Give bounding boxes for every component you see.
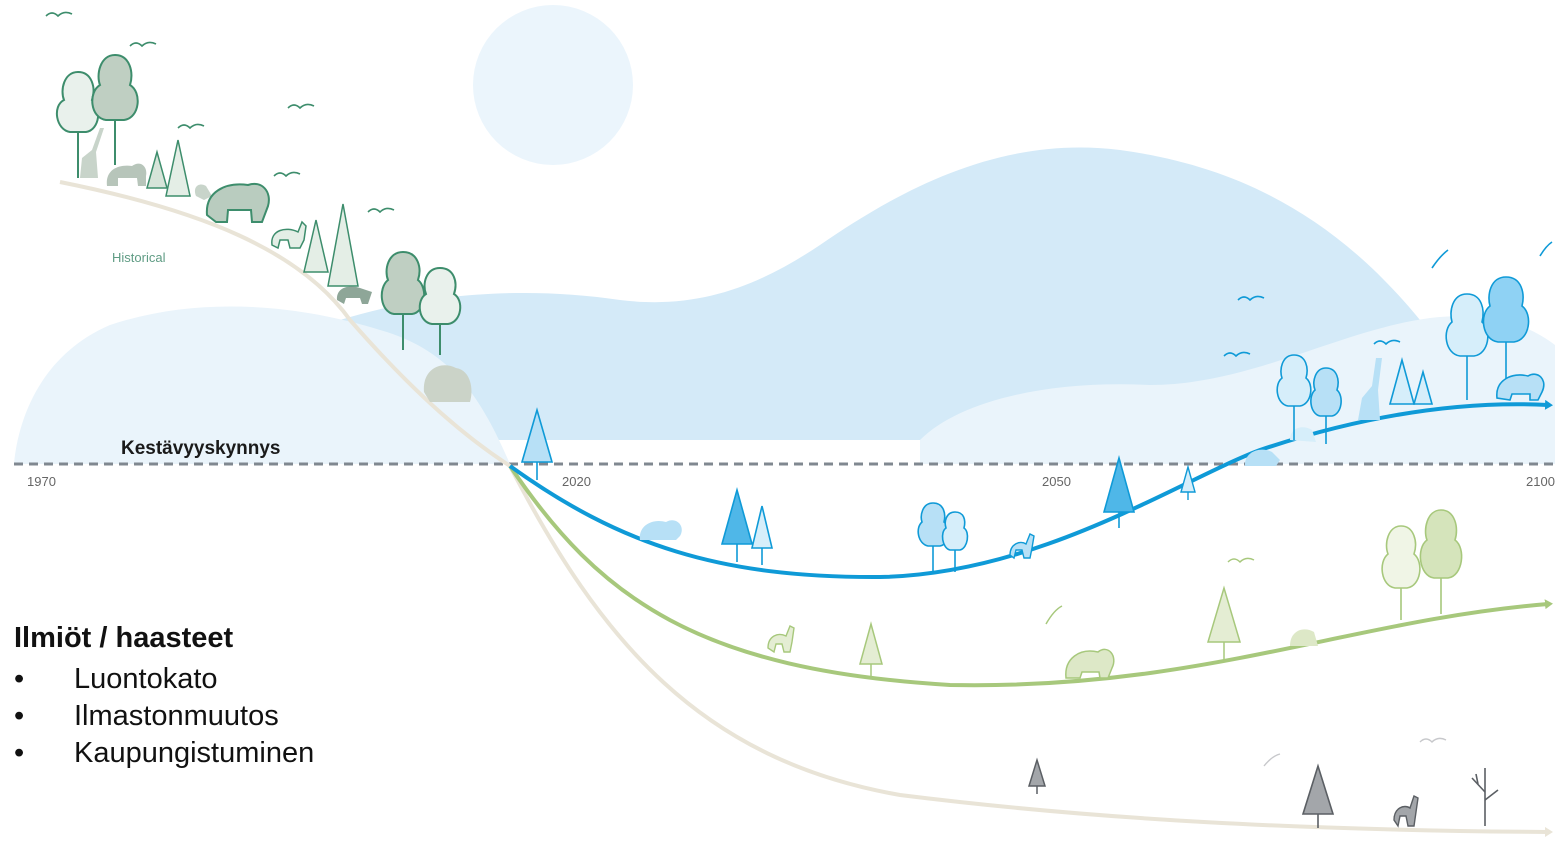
tree-icon — [147, 140, 190, 196]
bush-icon — [1290, 629, 1318, 646]
elephant-icon — [107, 164, 147, 186]
list-item-label: Kaupungistuminen — [74, 735, 314, 772]
threshold-label: Kestävyyskynnys — [121, 438, 281, 460]
deer-icon — [768, 626, 794, 652]
list-item: •Ilmastonmuutos — [14, 698, 314, 735]
list-item: •Kaupungistuminen — [14, 735, 314, 772]
list-item-label: Luontokato — [74, 661, 218, 698]
tree-icon — [304, 204, 358, 286]
year-label-2050: 2050 — [1042, 474, 1071, 489]
giraffe-icon — [80, 128, 104, 178]
year-label-2020: 2020 — [562, 474, 591, 489]
deer-icon — [272, 222, 306, 248]
year-label-2100: 2100 — [1526, 474, 1555, 489]
partial-action-icon-cluster — [768, 510, 1462, 678]
tree-icon — [918, 503, 967, 572]
list-item: •Luontokato — [14, 661, 314, 698]
tree-icon — [92, 55, 137, 165]
tree-icon — [1303, 766, 1333, 828]
sun — [473, 5, 633, 165]
bullet-icon: • — [14, 735, 74, 772]
elephant-icon — [1066, 649, 1114, 678]
deer-icon — [1394, 796, 1418, 826]
tree-icon — [1208, 588, 1240, 660]
rhino-icon — [337, 287, 372, 305]
challenges-list: •Luontokato •Ilmastonmuutos •Kaupungistu… — [14, 661, 314, 772]
elephant-icon — [207, 184, 269, 222]
list-item-label: Ilmastonmuutos — [74, 698, 279, 735]
tree-icon — [1029, 760, 1045, 794]
tree-icon — [1382, 510, 1461, 620]
tree-icon — [722, 490, 772, 565]
tree-icon — [860, 624, 882, 676]
bird-icon — [1264, 738, 1446, 766]
challenges-title: Ilmiöt / haasteet — [14, 622, 314, 655]
historical-label: Historical — [112, 250, 165, 265]
bullet-icon: • — [14, 698, 74, 735]
elephant-icon — [640, 520, 682, 540]
dead-tree-icon — [1472, 768, 1498, 826]
challenges-panel: Ilmiöt / haasteet •Luontokato •Ilmastonm… — [14, 622, 314, 772]
bullet-icon: • — [14, 661, 74, 698]
business-as-usual-curve — [510, 466, 1548, 832]
year-label-1970: 1970 — [27, 474, 56, 489]
